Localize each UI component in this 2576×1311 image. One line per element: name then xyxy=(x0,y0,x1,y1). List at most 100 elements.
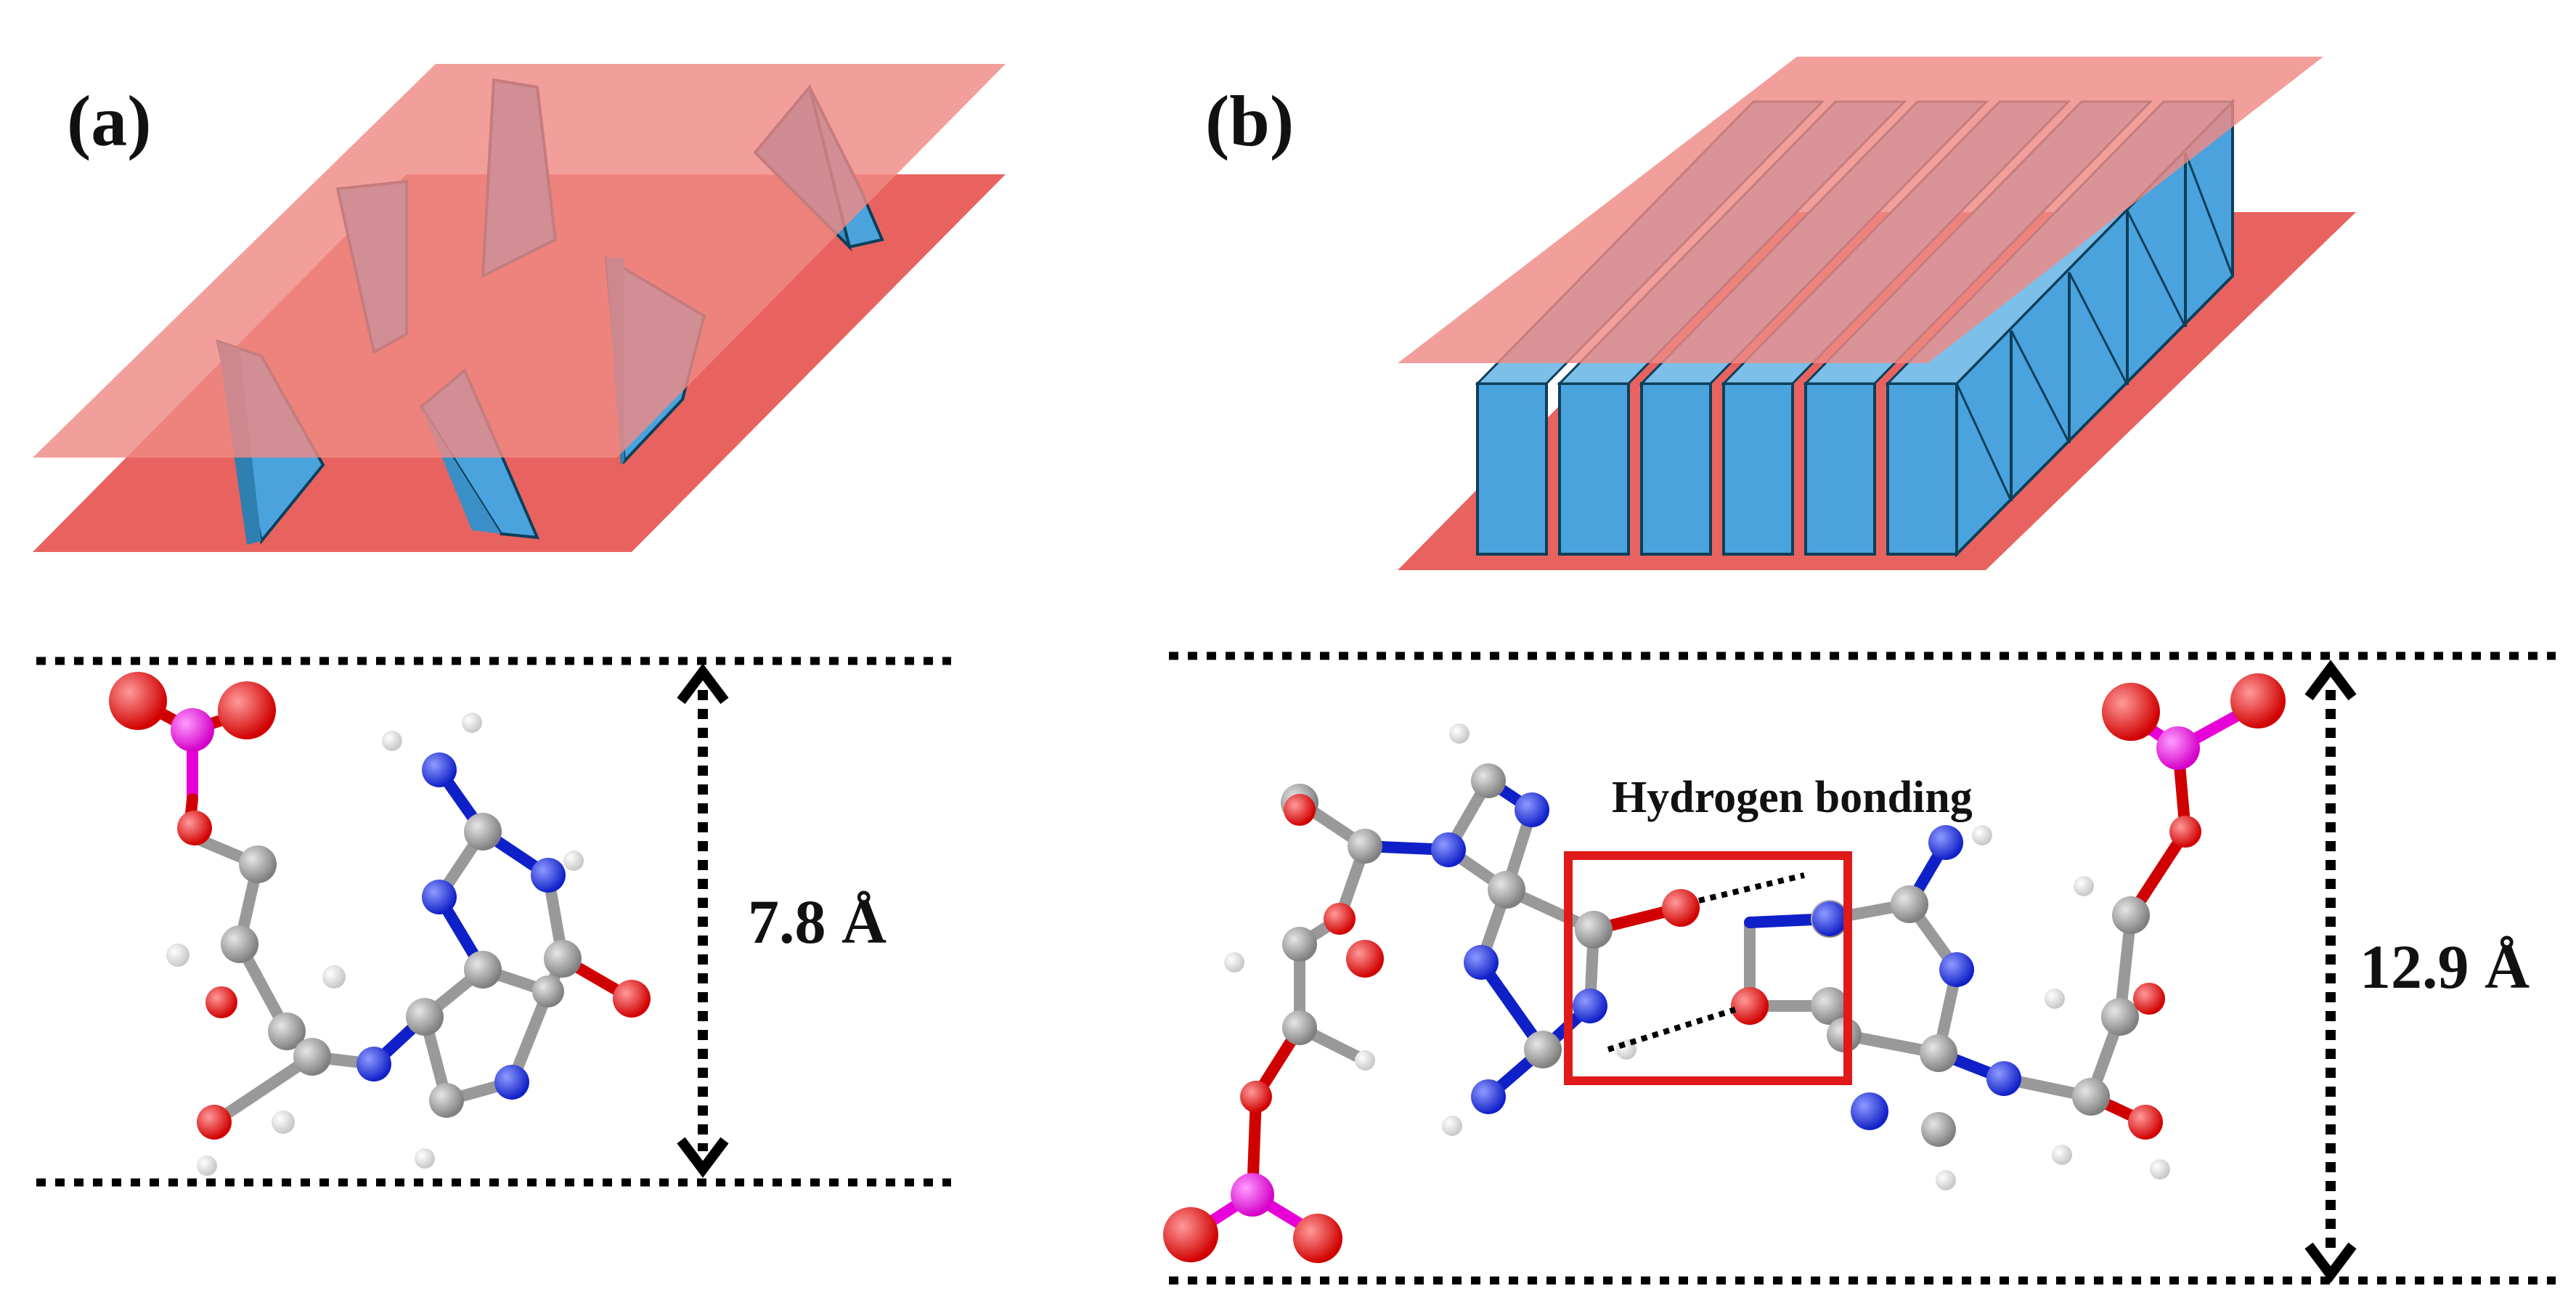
hydrogen-atom xyxy=(1936,1170,1956,1190)
nitrogen-atom xyxy=(531,858,566,893)
hydrogen-atom xyxy=(166,943,189,967)
carbon-atom xyxy=(1348,829,1382,864)
nitrogen-atom xyxy=(356,1047,391,1081)
carbon-atom xyxy=(406,998,444,1036)
nitrogen-atom xyxy=(494,1065,529,1100)
oxygen-atom xyxy=(1284,794,1316,826)
plate-molecule xyxy=(1558,382,1630,556)
carbon-atom xyxy=(239,845,277,883)
carbon-atom xyxy=(1471,763,1506,798)
layer-boundary-lines xyxy=(36,652,2556,1285)
nitrogen-atom xyxy=(1471,1079,1506,1114)
hydrogen-bonds xyxy=(1607,872,1805,1052)
carbon-atom xyxy=(544,940,582,978)
carbon-atom xyxy=(1488,871,1525,909)
molecule-b-right xyxy=(1731,673,2286,1190)
nitrogen-atom xyxy=(1573,989,1607,1023)
oxygen-atom xyxy=(1731,987,1769,1025)
carbon-atom xyxy=(1282,927,1317,962)
carbon-atom xyxy=(221,925,258,963)
panel-a-label: (a) xyxy=(67,81,152,161)
carbon-atom xyxy=(2072,1078,2110,1116)
carbon-atom xyxy=(1575,911,1613,949)
hydrogen-bonding-label: Hydrogen bonding xyxy=(1612,773,1973,822)
panel-b-label: (b) xyxy=(1205,81,1294,161)
carbon-atom xyxy=(464,951,502,989)
oxygen-atom xyxy=(1346,940,1384,978)
oxygen-atom xyxy=(177,811,212,845)
interlayer-spacing-a: 7.8 Å xyxy=(748,887,886,957)
hydrogen-atom xyxy=(1442,1116,1462,1136)
interlayer-spacing-b: 12.9 Å xyxy=(2360,932,2530,1002)
oxygen-atom xyxy=(218,681,276,739)
oxygen-atom xyxy=(1163,1207,1218,1262)
nitrogen-atom xyxy=(1986,1061,2021,1096)
oxygen-atom xyxy=(2169,816,2201,848)
nitrogen-atom xyxy=(1464,945,1499,980)
hydrogen-atom xyxy=(322,965,346,989)
oxygen-atom xyxy=(1293,1214,1342,1263)
nitrogen-atom xyxy=(422,752,457,787)
nitrogen-atom xyxy=(1939,952,1974,987)
carbon-atom xyxy=(1524,1031,1562,1068)
nitrogen-atom xyxy=(422,880,457,914)
hydrogen-atom xyxy=(2045,989,2065,1009)
hydrogen-atom xyxy=(197,1156,217,1176)
nitrogen-atom xyxy=(1812,901,1847,936)
carbon-atom xyxy=(532,975,564,1007)
phosphorus-atom xyxy=(1231,1173,1274,1217)
top-layer xyxy=(33,64,1006,458)
oxygen-atom xyxy=(1324,903,1356,935)
carbon-atom xyxy=(1920,1034,1957,1072)
plate-molecule xyxy=(1640,382,1712,556)
hydrogen-atom xyxy=(1355,1050,1375,1071)
carbon-atom xyxy=(429,1083,464,1118)
panel-b-schematic xyxy=(1398,57,2356,570)
oxygen-atom xyxy=(2128,1105,2163,1140)
oxygen-atom xyxy=(2133,983,2165,1015)
hydrogen-atom xyxy=(382,731,402,751)
oxygen-atom xyxy=(613,980,651,1018)
phosphorus-atom xyxy=(171,708,214,752)
carbon-atom xyxy=(1282,1010,1317,1045)
carbon-atom xyxy=(1811,987,1849,1025)
carbon-atom xyxy=(464,813,502,851)
hydrogen-atom xyxy=(462,713,482,733)
spacing-arrow-a xyxy=(677,663,729,1178)
nitrogen-atom xyxy=(1431,832,1466,867)
oxygen-atom xyxy=(1662,889,1700,927)
plate-molecule xyxy=(1476,382,1548,556)
carbon-atom xyxy=(1921,1112,1956,1147)
nitrogen-atom xyxy=(1851,1092,1888,1130)
panel-a-schematic xyxy=(33,64,1006,552)
carbon-atom xyxy=(2112,896,2150,934)
hydrogen-atom xyxy=(272,1111,295,1134)
carbon-atom xyxy=(293,1038,331,1076)
hydrogen-atom xyxy=(2150,1159,2170,1180)
carbon-atom xyxy=(2101,998,2139,1036)
hydrogen-atom xyxy=(1449,723,1470,744)
top-layer xyxy=(1398,57,2323,363)
hydrogen-atom xyxy=(415,1148,435,1169)
plate-molecule xyxy=(1804,382,1876,556)
oxygen-atom xyxy=(109,672,167,730)
oxygen-atom xyxy=(205,986,237,1018)
oxygen-atom xyxy=(2230,673,2286,728)
hydrogen-atom xyxy=(2052,1145,2072,1165)
hydrogen-atom xyxy=(1224,952,1244,973)
phosphorus-atom xyxy=(2156,726,2200,770)
hydrogen-bond-highlight-box xyxy=(1564,851,1852,1085)
nitrogen-atom xyxy=(1928,825,1963,860)
oxygen-atom xyxy=(197,1105,232,1140)
molecule-a xyxy=(109,672,651,1176)
hydrogen-atom xyxy=(563,851,584,871)
plate-molecule xyxy=(1722,382,1794,556)
carbon-atom xyxy=(1891,885,1928,923)
oxygen-atom xyxy=(1240,1081,1272,1113)
nitrogen-atom xyxy=(1515,792,1549,827)
spacing-arrow-b xyxy=(2304,659,2357,1283)
oxygen-atom xyxy=(2102,683,2160,741)
hydrogen-atom xyxy=(2074,876,2094,896)
hydrogen-atom xyxy=(1972,825,1992,845)
